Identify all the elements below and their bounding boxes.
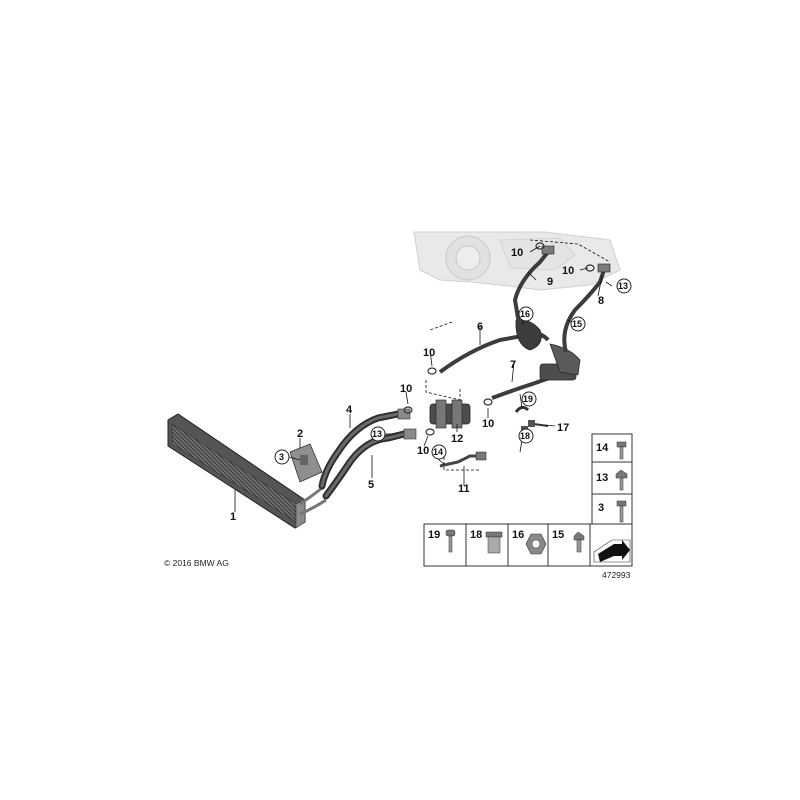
- callout-1: 1: [230, 511, 236, 523]
- callout-7: 7: [510, 359, 516, 371]
- callout-17: 17: [557, 422, 569, 434]
- callout-10-f: 10: [482, 418, 494, 430]
- nut-16-icon: [525, 533, 547, 555]
- grommet-18-icon: [485, 531, 503, 554]
- callout-5: 5: [368, 479, 374, 491]
- callout-10-a: 10: [511, 247, 523, 259]
- callout-6: 6: [477, 321, 483, 333]
- parts-table-bottom: 19 18 16 15: [423, 523, 633, 567]
- callout-13-b: 13: [618, 281, 628, 291]
- bracket-11: [439, 451, 487, 468]
- callout-10-d: 10: [400, 383, 412, 395]
- thermostat-valve-12: [429, 399, 471, 429]
- table-cell-16: 16: [512, 529, 524, 541]
- callout-9: 9: [547, 276, 553, 288]
- table-cell-19: 19: [428, 529, 440, 541]
- callout-13-a: 13: [372, 429, 382, 439]
- table-cell-18: 18: [470, 529, 482, 541]
- callout-12: 12: [451, 433, 463, 445]
- table-cell-14: 14: [596, 442, 609, 454]
- leader-lines: [234, 239, 613, 512]
- screw-17: [528, 420, 549, 427]
- diagram-number: 472993: [602, 570, 631, 580]
- callout-15: 15: [572, 319, 582, 329]
- table-cell-3: 3: [598, 502, 604, 514]
- bracket-part-2: [289, 443, 323, 483]
- callout-14: 14: [433, 447, 443, 457]
- callout-10-c: 10: [423, 347, 435, 359]
- circled-callout-labels: 3 13 14 16 15 13 19 18: [279, 281, 628, 462]
- table-cell-15: 15: [552, 529, 564, 541]
- callout-11: 11: [458, 483, 470, 495]
- clamp-19: [514, 405, 530, 413]
- bolt-19-icon: [445, 529, 456, 553]
- connector-block-16: [515, 319, 581, 376]
- oil-cooler-radiator: [167, 413, 327, 529]
- transmission-housing: [413, 231, 621, 291]
- callout-10-e: 10: [417, 445, 429, 457]
- callout-10-b: 10: [562, 265, 574, 277]
- copyright-text: © 2016 BMW AG: [164, 558, 229, 568]
- circled-callouts: [274, 278, 632, 465]
- bolt-3-icon: [616, 500, 627, 523]
- bolt-15-icon: [573, 531, 585, 553]
- callout-19: 19: [523, 394, 533, 404]
- callout-3: 3: [279, 452, 284, 462]
- callout-8: 8: [598, 295, 604, 307]
- callout-4: 4: [346, 404, 353, 416]
- pipe-8: [562, 263, 611, 353]
- bolt-14-icon: [616, 441, 627, 460]
- callout-2: 2: [297, 428, 303, 440]
- seal-rings: [403, 242, 595, 436]
- callout-18: 18: [520, 431, 530, 441]
- bolt-13-icon: [615, 469, 628, 491]
- table-cell-13: 13: [596, 472, 608, 484]
- arrow-icon: [593, 539, 631, 563]
- callout-labels: 1 2 4 5 6 7 8 9 10 10 10 10 10 10 11 12 …: [230, 247, 604, 523]
- callout-16: 16: [520, 309, 530, 319]
- parts-table-right: 14 13 3: [591, 433, 633, 533]
- pipe-9: [512, 245, 555, 331]
